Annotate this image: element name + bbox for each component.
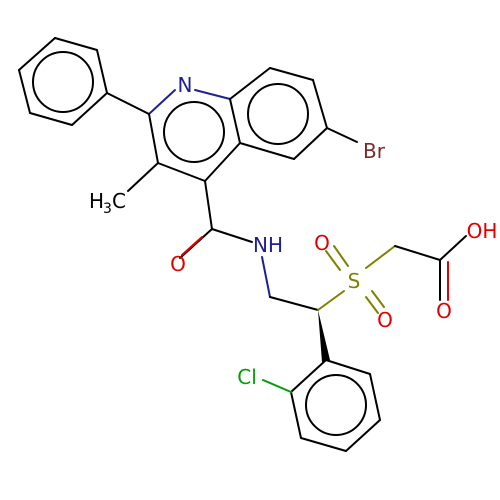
carbonyl-c-bond	[204, 180, 213, 230]
methyl-c-label: C	[112, 189, 126, 213]
quinoline-pyridine-ring	[148, 89, 241, 182]
acid-oh-label: OH	[467, 219, 498, 243]
nh-ch2-bond	[261, 256, 271, 298]
carbonyl-double-2	[181, 236, 203, 256]
bromine-label: Br	[363, 139, 386, 163]
methyl-subscript-label: 3	[103, 201, 112, 217]
so-double-1b	[333, 245, 349, 267]
sulfonyl-oxygen-1-label: O	[314, 231, 330, 255]
quinoline-benzo-ring	[229, 67, 328, 160]
amide-n-bond	[211, 228, 253, 243]
sulfonyl-oxygen-2-label: O	[377, 308, 393, 332]
s-ch2-bond	[365, 245, 396, 269]
phenyl-ring	[18, 37, 108, 126]
ch2-chiral-bond	[269, 296, 319, 311]
sulfur-label: S	[348, 269, 361, 293]
so-double-1a	[325, 250, 341, 271]
ch2-cooh-bond	[394, 245, 441, 261]
br-bond	[326, 127, 358, 143]
chlorophenyl-ring	[290, 359, 381, 452]
acid-oxygen-label: O	[436, 299, 452, 323]
stereo-wedge	[318, 310, 330, 362]
ring-nitrogen-label: N	[178, 73, 193, 97]
amide-oxygen-label: O	[170, 252, 186, 276]
chiral-s-bond	[317, 290, 345, 311]
cl-bond	[262, 379, 292, 393]
methyl-bond	[127, 162, 159, 192]
so-double-2b	[371, 290, 385, 308]
amide-nh-label: NH	[253, 233, 283, 257]
cooh-oh-bond	[439, 235, 467, 261]
so-double-2a	[365, 296, 379, 314]
phenyl-quinoline-bond	[106, 92, 150, 115]
methyl-h-label: H	[89, 189, 104, 213]
chlorine-label: Cl	[237, 365, 257, 389]
